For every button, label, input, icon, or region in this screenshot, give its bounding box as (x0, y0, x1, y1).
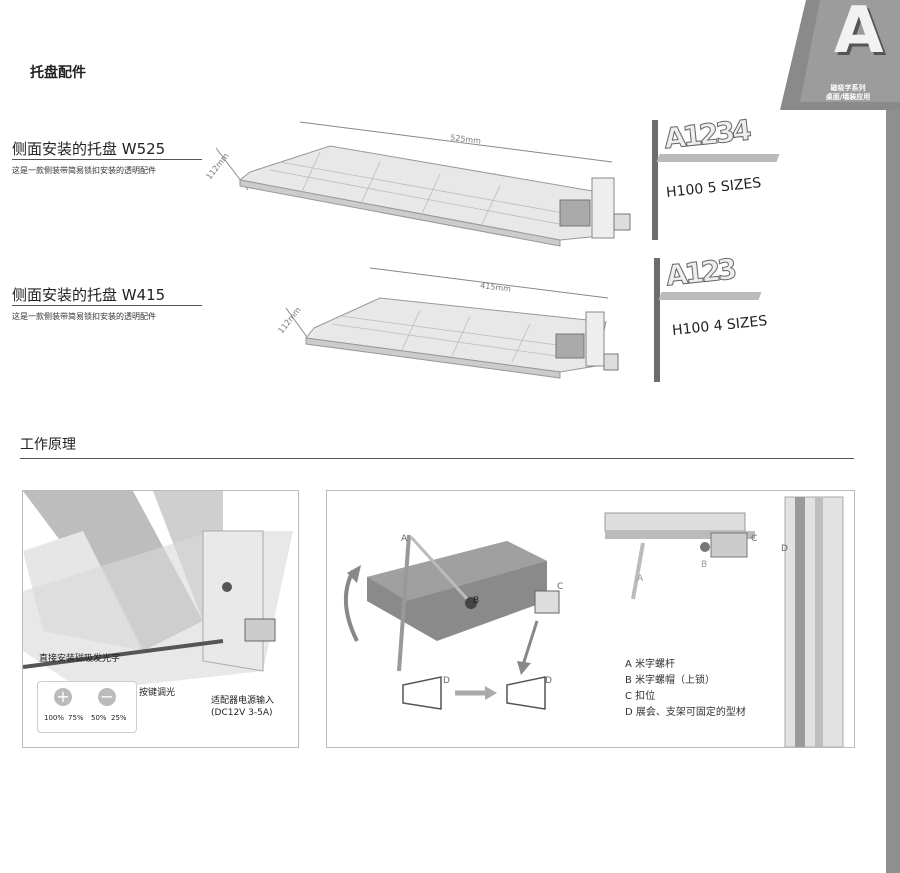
label-c2: C (751, 534, 757, 544)
label-d3: D (781, 544, 788, 554)
label-c: C (557, 582, 563, 592)
product-name: 侧面安装的托盘 W525 (12, 140, 166, 158)
label-b2: B (701, 560, 707, 570)
tray-base (658, 292, 762, 300)
length-label: 525mm (450, 133, 482, 146)
divider (12, 159, 202, 160)
brand-line2: 桌面/墙装应用 (825, 93, 871, 101)
dimming-keys: + − 100% 75% 50% 25% (37, 681, 137, 733)
tray-drawing-w525: 525mm 112mm (204, 121, 631, 247)
sample-label: H100 5 SIZES (665, 175, 762, 201)
legend-item: A 米字螺杆 (625, 659, 676, 670)
dimming-label: 按键调光 (139, 688, 176, 698)
principle-right-diagram: A B C D D A B C D (343, 496, 844, 747)
depth-label: 112mm (204, 151, 230, 181)
level-25: 25% (111, 714, 127, 722)
tray-base (656, 154, 780, 162)
level-50: 50% (91, 714, 107, 722)
legend-item: D 展会、支架可固定的型材 (625, 707, 746, 718)
principle-left-panel: 直接安装磁吸发光字 按键调光 适配器电源输入 (DC12V 3-5A) + − … (22, 490, 299, 748)
pole (654, 258, 660, 382)
adapter-line1: 适配器电源输入 (211, 696, 275, 706)
page-title: 托盘配件 (30, 65, 86, 81)
sample-letters: A123 (664, 252, 736, 293)
label-a2: A (637, 574, 644, 584)
divider (12, 305, 202, 306)
sample-label: H100 4 SIZES (671, 313, 768, 339)
minus-button[interactable]: − (98, 688, 116, 706)
sample-sign-4: A123 H100 4 SIZES (650, 252, 790, 384)
direct-mount-label: 直接安装磁吸发光字 (39, 654, 121, 664)
product-desc: 这是一款侧装带简易锁扣安装的透明配件 (12, 166, 156, 175)
label-b: B (473, 596, 479, 606)
length-label: 415mm (480, 281, 512, 294)
brand-badge: A 磁吸字系列 桌面/墙装应用 (776, 0, 900, 110)
legend-item: C 扣位 (625, 691, 656, 702)
principle-right-panel: A B C D D A B C D A 米字螺杆 B 米字螺帽（上锁） C 扣位… (326, 490, 855, 748)
brand-badge-graphic (780, 0, 900, 110)
side-bar (886, 110, 900, 873)
adapter-line2: (DC12V 3-5A) (211, 708, 273, 718)
level-75: 75% (68, 714, 84, 722)
legend-item: B 米字螺帽（上锁） (625, 675, 716, 686)
adapter-label: 适配器电源输入 (DC12V 3-5A) (211, 695, 274, 719)
plus-button[interactable]: + (54, 688, 72, 706)
product-name: 侧面安装的托盘 W415 (12, 286, 166, 304)
depth-label: 112mm (276, 305, 302, 335)
pole (652, 120, 658, 240)
brand-line1: 磁吸字系列 (830, 84, 866, 92)
section-divider (20, 458, 854, 459)
parts-legend: A 米字螺杆 B 米字螺帽（上锁） C 扣位 D 展会、支架可固定的型材 (625, 657, 746, 721)
brand-caption: 磁吸字系列 桌面/墙装应用 (808, 84, 888, 102)
label-d1: D (443, 676, 450, 686)
sample-sign-5: A1234 H100 5 SIZES (648, 113, 788, 242)
brand-letter: A (834, 0, 884, 68)
label-d2: D (545, 676, 552, 686)
section-title: 工作原理 (20, 437, 76, 453)
tray-drawing-w415: 415mm 112mm (276, 267, 619, 379)
level-100: 100% (44, 714, 65, 722)
product-desc: 这是一款侧装带简易锁扣安装的透明配件 (12, 312, 156, 321)
principle-left-photo (23, 491, 298, 747)
sample-letters: A1234 (662, 113, 751, 156)
label-a: A (401, 534, 408, 544)
